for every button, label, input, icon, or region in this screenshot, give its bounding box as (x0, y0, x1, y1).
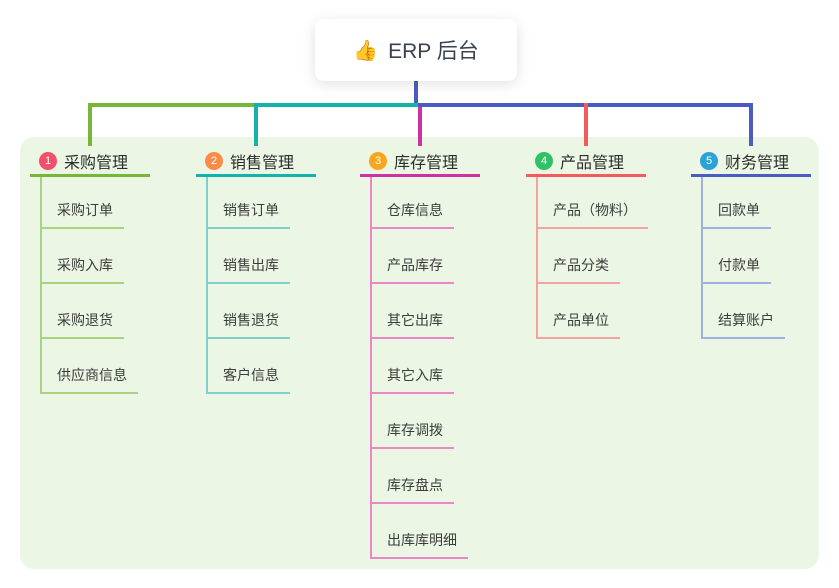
connector-drop-sales (254, 103, 258, 146)
branch-label: 财务管理 (725, 155, 790, 172)
branch-number-badge: 5 (700, 152, 718, 170)
thumbs-up-icon: 👍 (353, 39, 379, 62)
child-node[interactable]: 付款单 (703, 229, 771, 284)
root-label: ERP 后台 (388, 40, 479, 63)
child-node[interactable]: 库存调拨 (372, 394, 454, 449)
branch-number-badge: 4 (535, 152, 553, 170)
child-node[interactable]: 结算账户 (703, 284, 785, 339)
branch-product-management: 4 产品管理 产品（物料） 产品分类 产品单位 (526, 148, 648, 339)
branch-children: 采购订单 采购入库 采购退货 供应商信息 (40, 177, 138, 394)
connector-drop-product (584, 103, 588, 146)
branch-label: 库存管理 (394, 155, 459, 172)
child-node[interactable]: 采购入库 (42, 229, 124, 284)
child-node[interactable]: 销售订单 (208, 177, 290, 229)
child-node[interactable]: 其它入库 (372, 339, 454, 394)
child-node[interactable]: 供应商信息 (42, 339, 138, 394)
child-node[interactable]: 产品（物料） (538, 177, 648, 229)
child-node[interactable]: 采购退货 (42, 284, 124, 339)
child-node[interactable]: 库存盘点 (372, 449, 454, 504)
connector-horizontal-left (88, 103, 254, 107)
branch-sales-management: 2 销售管理 销售订单 销售出库 销售退货 客户信息 (196, 148, 316, 394)
child-node[interactable]: 产品分类 (538, 229, 620, 284)
branch-number-badge: 3 (369, 152, 387, 170)
child-node[interactable]: 出库库明细 (372, 504, 468, 559)
branch-node-sales[interactable]: 2 销售管理 (196, 148, 316, 177)
child-node[interactable]: 销售出库 (208, 229, 290, 284)
child-node[interactable]: 仓库信息 (372, 177, 454, 229)
branch-label: 产品管理 (560, 155, 625, 172)
connector-drop-inventory (418, 107, 422, 146)
mindmap-background-panel (20, 137, 819, 569)
child-node[interactable]: 销售退货 (208, 284, 290, 339)
branch-children: 回款单 付款单 结算账户 (701, 177, 785, 339)
child-node[interactable]: 回款单 (703, 177, 771, 229)
branch-node-finance[interactable]: 5 财务管理 (691, 148, 811, 177)
child-node[interactable]: 采购订单 (42, 177, 124, 229)
branch-finance-management: 5 财务管理 回款单 付款单 结算账户 (691, 148, 811, 339)
branch-number-badge: 1 (39, 152, 57, 170)
branch-number-badge: 2 (205, 152, 223, 170)
branch-children: 仓库信息 产品库存 其它出库 其它入库 库存调拨 库存盘点 出库库明细 (370, 177, 468, 559)
connector-drop-purchase (88, 103, 92, 146)
connector-drop-finance (749, 103, 753, 146)
branch-label: 销售管理 (230, 155, 295, 172)
branch-children: 产品（物料） 产品分类 产品单位 (536, 177, 648, 339)
child-node[interactable]: 产品库存 (372, 229, 454, 284)
branch-label: 采购管理 (64, 155, 129, 172)
branch-node-product[interactable]: 4 产品管理 (526, 148, 646, 177)
connector-horizontal-middle (254, 103, 418, 107)
child-node[interactable]: 其它出库 (372, 284, 454, 339)
branch-children: 销售订单 销售出库 销售退货 客户信息 (206, 177, 290, 394)
root-node[interactable]: 👍 ERP 后台 (315, 19, 517, 81)
branch-node-inventory[interactable]: 3 库存管理 (360, 148, 480, 177)
branch-inventory-management: 3 库存管理 仓库信息 产品库存 其它出库 其它入库 库存调拨 库存盘点 出库库… (360, 148, 480, 559)
connector-root-drop (414, 81, 418, 107)
branch-purchase-management: 1 采购管理 采购订单 采购入库 采购退货 供应商信息 (30, 148, 150, 394)
branch-node-purchase[interactable]: 1 采购管理 (30, 148, 150, 177)
child-node[interactable]: 客户信息 (208, 339, 290, 394)
child-node[interactable]: 产品单位 (538, 284, 620, 339)
